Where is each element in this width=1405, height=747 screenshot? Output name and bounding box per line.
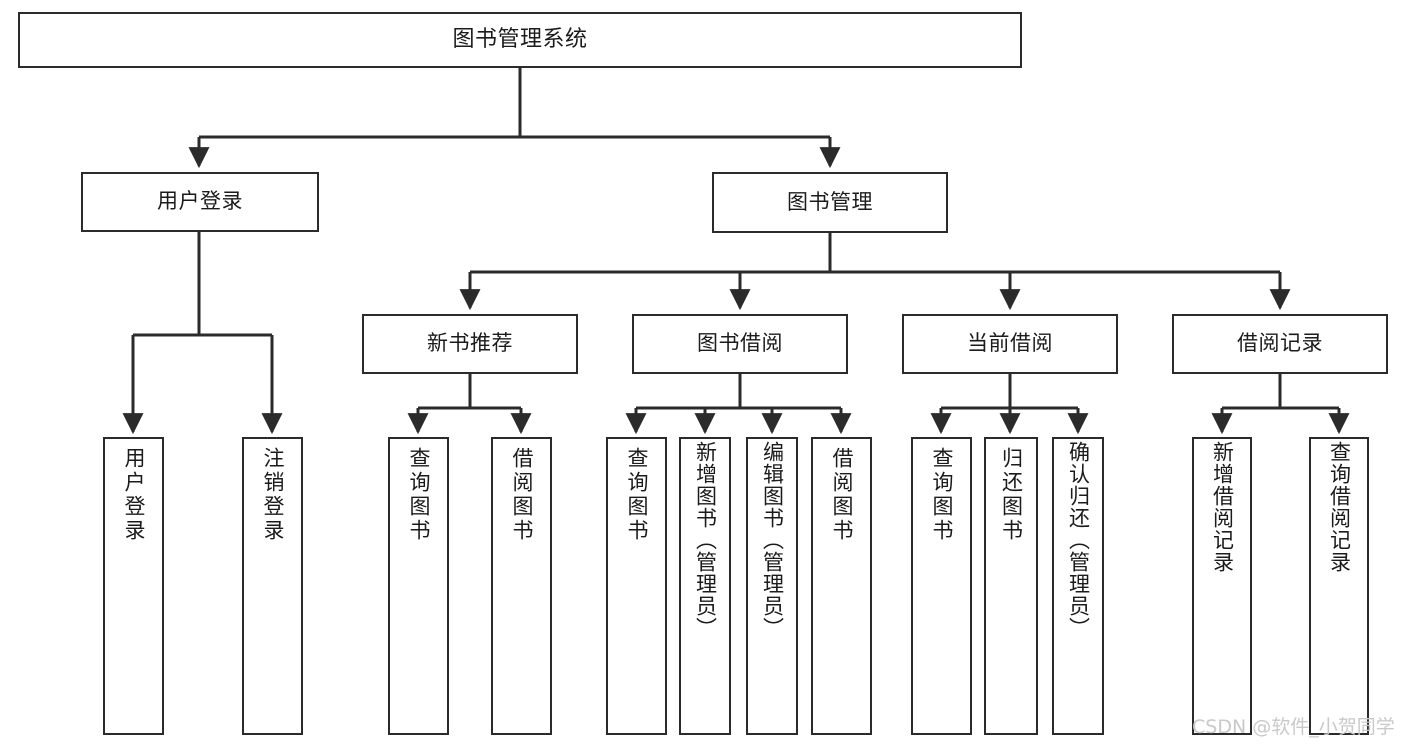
node-leaf-cb-confirm-return[interactable]: 确认归还（管理员） — [1052, 437, 1104, 735]
node-leaf-nb-borrow-book-label: 借阅图书 — [510, 447, 534, 543]
node-leaf-bb-add-book-label: 新增图书（管理员） — [693, 441, 718, 639]
node-leaf-nb-borrow-book[interactable]: 借阅图书 — [491, 437, 552, 735]
node-book-management-label: 图书管理 — [787, 189, 873, 214]
node-leaf-br-query-record[interactable]: 查询借阅记录 — [1309, 437, 1369, 735]
watermark-text: CSDN @软件_小贺同学 — [1192, 716, 1395, 738]
node-new-book-recommend[interactable]: 新书推荐 — [362, 314, 578, 374]
node-leaf-logout-label: 注销登录 — [261, 447, 285, 543]
node-leaf-bb-edit-book-label: 编辑图书（管理员） — [760, 441, 785, 639]
node-leaf-user-login[interactable]: 用户登录 — [103, 437, 164, 735]
node-leaf-bb-add-book[interactable]: 新增图书（管理员） — [679, 437, 731, 735]
node-leaf-br-add-record[interactable]: 新增借阅记录 — [1192, 437, 1252, 735]
node-leaf-cb-return-book[interactable]: 归还图书 — [984, 437, 1038, 735]
node-leaf-nb-query-book-label: 查询图书 — [407, 447, 431, 543]
node-current-borrow[interactable]: 当前借阅 — [902, 314, 1118, 374]
node-borrow-record[interactable]: 借阅记录 — [1172, 314, 1388, 374]
node-book-management[interactable]: 图书管理 — [712, 172, 948, 233]
node-borrow-record-label: 借阅记录 — [1237, 331, 1323, 356]
node-leaf-logout[interactable]: 注销登录 — [242, 437, 303, 735]
node-leaf-bb-edit-book[interactable]: 编辑图书（管理员） — [746, 437, 798, 735]
node-leaf-cb-confirm-return-label: 确认归还（管理员） — [1066, 441, 1091, 639]
node-leaf-user-login-label: 用户登录 — [122, 447, 146, 543]
node-leaf-bb-query-book[interactable]: 查询图书 — [606, 437, 667, 735]
node-root-system-label: 图书管理系统 — [452, 26, 588, 52]
node-leaf-bb-borrow-book[interactable]: 借阅图书 — [811, 437, 872, 735]
node-user-login-label: 用户登录 — [157, 189, 243, 214]
node-leaf-cb-query-book[interactable]: 查询图书 — [911, 437, 972, 735]
node-leaf-cb-return-book-label: 归还图书 — [999, 447, 1024, 543]
node-book-borrow[interactable]: 图书借阅 — [632, 314, 848, 374]
node-leaf-bb-borrow-book-label: 借阅图书 — [830, 447, 854, 543]
node-book-borrow-label: 图书借阅 — [697, 331, 783, 356]
node-root-system[interactable]: 图书管理系统 — [18, 12, 1022, 68]
node-new-book-recommend-label: 新书推荐 — [427, 331, 513, 356]
node-leaf-bb-query-book-label: 查询图书 — [625, 447, 649, 543]
node-leaf-br-add-record-label: 新增借阅记录 — [1210, 441, 1235, 573]
node-leaf-cb-query-book-label: 查询图书 — [930, 447, 954, 543]
node-current-borrow-label: 当前借阅 — [967, 331, 1053, 356]
node-leaf-nb-query-book[interactable]: 查询图书 — [388, 437, 449, 735]
node-leaf-br-query-record-label: 查询借阅记录 — [1327, 441, 1352, 573]
node-user-login[interactable]: 用户登录 — [81, 172, 319, 232]
